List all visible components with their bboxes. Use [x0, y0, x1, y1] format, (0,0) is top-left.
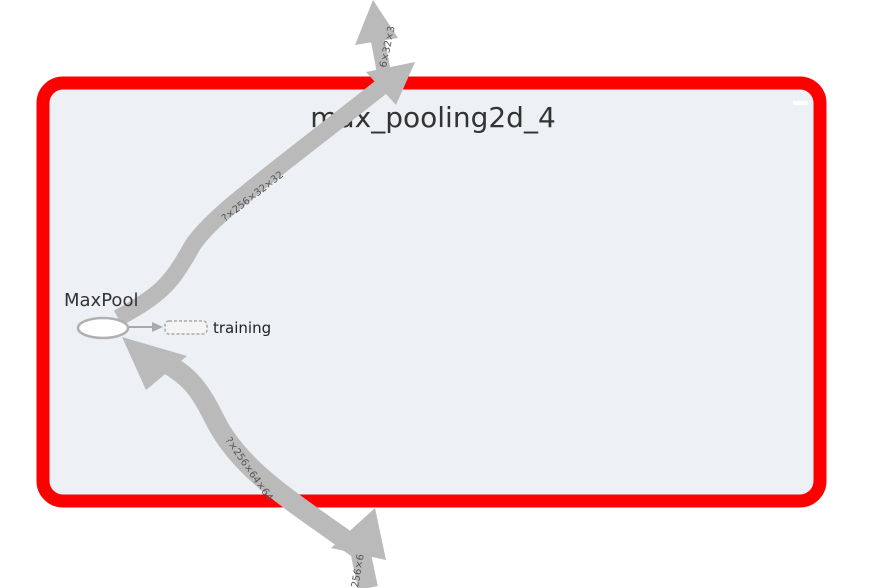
- edge-input-main: [155, 351, 378, 588]
- edge-output-top: [370, 34, 392, 80]
- edge-input-bottom-arrowhead: [331, 508, 386, 560]
- node-label-training: training: [213, 319, 271, 337]
- node-ellipse-maxpool[interactable]: [76, 316, 130, 340]
- edge-output-main: [113, 73, 396, 326]
- node-maxpool[interactable]: MaxPool: [64, 290, 138, 340]
- scope-box-max-pooling2d-4[interactable]: max_pooling2d_4: [36, 76, 827, 508]
- node-label-maxpool: MaxPool: [64, 290, 138, 311]
- scope-collapse-button[interactable]: [793, 101, 808, 105]
- edge-output-top-arrowhead: [355, 0, 398, 45]
- scope-highlight-border: [36, 76, 827, 508]
- edge-input-arrowhead: [122, 337, 187, 390]
- aux-edge-training: [129, 322, 163, 332]
- node-rect-training[interactable]: [164, 320, 208, 335]
- aux-edge-arrowhead: [152, 322, 163, 332]
- node-training[interactable]: training: [164, 319, 271, 337]
